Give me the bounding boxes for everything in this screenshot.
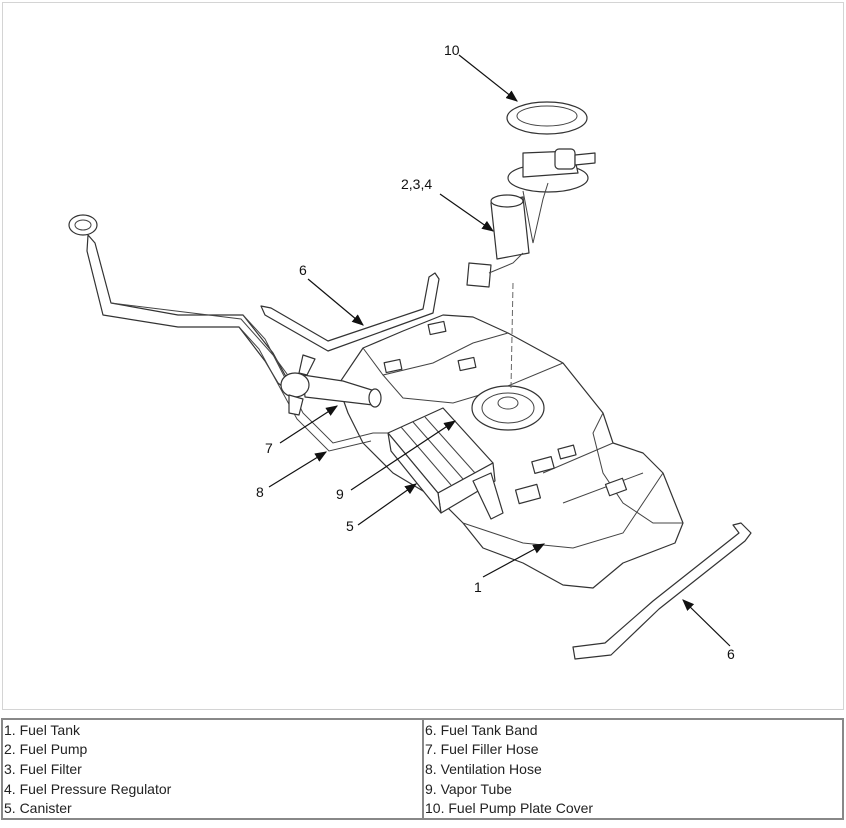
callout-10: 10 xyxy=(444,42,460,58)
callout-2-3-4: 2,3,4 xyxy=(401,176,432,192)
legend-row: 3. Fuel Filter 8. Ventilation Hose xyxy=(1,759,844,779)
legend-item: 6. Fuel Tank Band xyxy=(422,719,844,740)
legend-item: 1. Fuel Tank xyxy=(1,719,424,740)
legend-item: 3. Fuel Filter xyxy=(1,759,424,779)
callout-5: 5 xyxy=(346,518,354,534)
fuel-tank-band-lower-drawing xyxy=(572,522,752,660)
legend-row: 2. Fuel Pump 7. Fuel Filler Hose xyxy=(1,739,844,760)
filler-pipe-drawing xyxy=(68,214,388,452)
fuel-pump-assembly-drawing xyxy=(466,148,596,288)
exploded-diagram: 10 2,3,4 6 7 8 9 5 1 6 xyxy=(2,2,844,710)
legend-item: 10. Fuel Pump Plate Cover xyxy=(422,798,844,819)
fuel-tank-drawing xyxy=(337,314,684,589)
fuel-tank-band-upper-drawing xyxy=(260,272,440,352)
legend-row: 5. Canister 10. Fuel Pump Plate Cover xyxy=(1,798,844,819)
callout-1: 1 xyxy=(474,579,482,595)
legend-item: 5. Canister xyxy=(1,798,424,819)
legend-item: 7. Fuel Filler Hose xyxy=(422,739,844,760)
fuel-system-illustration: 10 2,3,4 6 7 8 9 5 1 6 xyxy=(68,42,752,662)
parts-legend-table: 1. Fuel Tank 6. Fuel Tank Band 2. Fuel P… xyxy=(1,718,844,820)
pump-plate-cover-drawing xyxy=(506,101,588,135)
callout-7: 7 xyxy=(265,440,273,456)
callout-6-upper: 6 xyxy=(299,262,307,278)
legend-item: 4. Fuel Pressure Regulator xyxy=(1,778,424,799)
canister-drawing xyxy=(387,407,504,520)
callout-8: 8 xyxy=(256,484,264,500)
legend-row: 1. Fuel Tank 6. Fuel Tank Band xyxy=(1,719,844,740)
legend-item: 8. Ventilation Hose xyxy=(422,759,844,779)
callout-6-lower: 6 xyxy=(727,646,735,662)
legend-item: 9. Vapor Tube xyxy=(422,778,844,799)
legend-row: 4. Fuel Pressure Regulator 9. Vapor Tube xyxy=(1,778,844,799)
callout-9: 9 xyxy=(336,486,344,502)
legend-item: 2. Fuel Pump xyxy=(1,739,424,760)
